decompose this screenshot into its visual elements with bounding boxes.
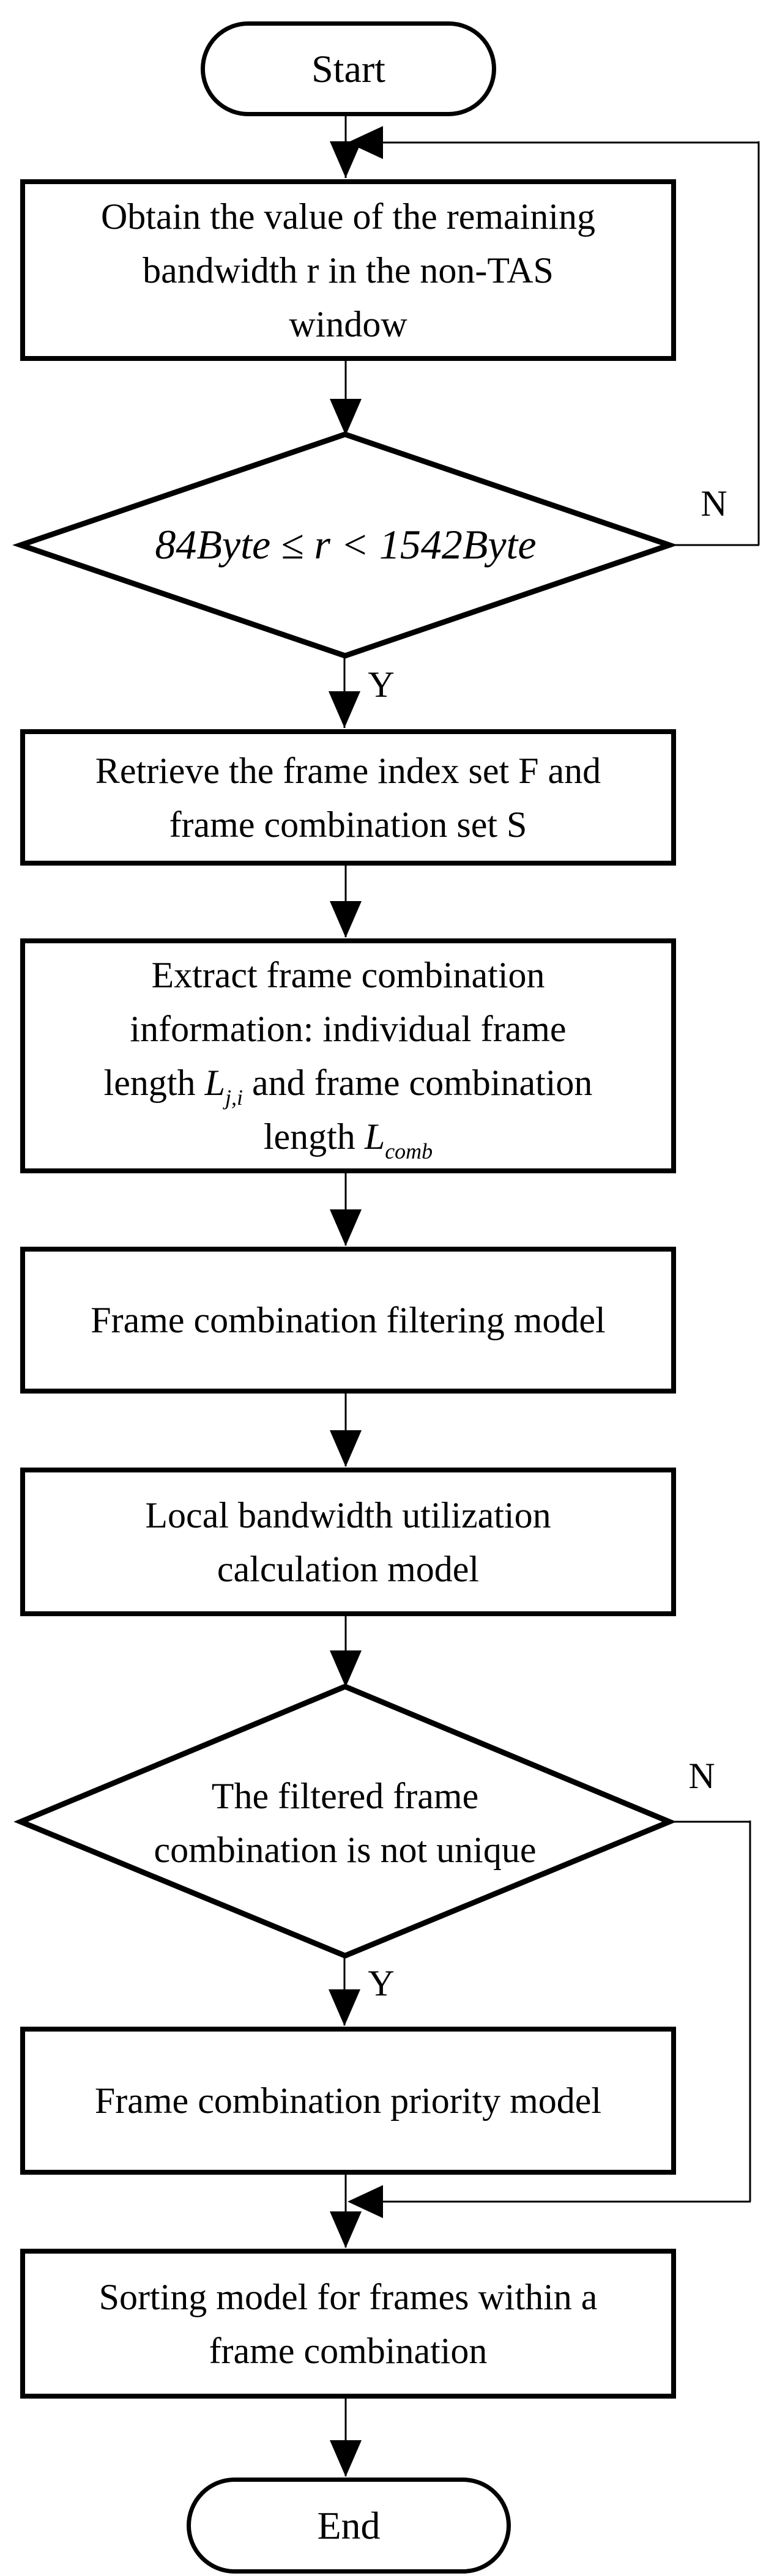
math-subscript: comb	[385, 1139, 433, 1164]
branch-no-label: N	[688, 1756, 715, 1796]
start-terminal: Start	[201, 21, 496, 116]
process-obtain-box: Obtain the value of the remaining bandwi…	[20, 179, 676, 361]
process-text-line: Local bandwidth utilization	[145, 1494, 551, 1535]
math-variable: L	[364, 1116, 385, 1157]
text-fragment: length	[263, 1116, 365, 1157]
down-arrowhead-icon	[329, 691, 360, 728]
branch-yes-label: Y	[368, 1963, 395, 2003]
process-priority-box: Frame combination priority model	[20, 2027, 676, 2175]
process-retrieve-box: Retrieve the frame index set F and frame…	[20, 729, 676, 866]
decision-expression: 84Byte ≤ r < 1542Byte	[155, 521, 537, 568]
left-arrowhead-icon	[348, 126, 383, 159]
process-text-line: Frame combination priority model	[94, 2080, 602, 2121]
process-text-line: calculation model	[217, 1548, 480, 1589]
branch-yes-label: Y	[368, 664, 395, 705]
left-arrowhead-icon	[348, 2185, 383, 2218]
down-arrowhead-icon	[330, 399, 362, 436]
decision-text-line: The filtered frame	[211, 1776, 479, 1816]
text-fragment: length	[103, 1063, 205, 1103]
process-text-line: bandwidth r in the non-TAS	[143, 250, 554, 291]
start-label: Start	[311, 46, 385, 91]
down-arrowhead-icon	[330, 1209, 362, 1246]
decision-bandwidth-diamond	[12, 431, 678, 659]
down-arrowhead-icon	[330, 141, 362, 178]
process-text-line: length Lcomb	[264, 1110, 433, 1164]
process-text-line: Obtain the value of the remaining	[100, 196, 596, 237]
down-arrowhead-icon	[330, 1430, 362, 1467]
decision-text-line: combination is not unique	[154, 1830, 537, 1870]
process-text-line: frame combination	[209, 2330, 488, 2371]
decision-bandwidth-label: 84Byte ≤ r < 1542Byte	[40, 521, 652, 568]
branch-no-label: N	[701, 483, 727, 524]
down-arrowhead-icon	[330, 1650, 362, 1687]
text-fragment: and frame combination	[242, 1063, 593, 1103]
math-variable: L	[204, 1063, 225, 1103]
process-text-line: Frame combination filtering model	[91, 1300, 606, 1340]
down-arrowhead-icon	[329, 1989, 360, 2026]
process-text-line: length Lj,i and frame combination	[104, 1056, 593, 1110]
decision-unique-diamond	[13, 1683, 677, 1959]
process-text-line: Sorting model for frames within a	[99, 2276, 598, 2317]
process-filtering-box: Frame combination filtering model	[20, 1247, 676, 1394]
process-text-line: window	[289, 303, 407, 344]
process-text-line: information: individual frame	[130, 1009, 567, 1049]
process-text-line: Retrieve the frame index set F and	[95, 750, 601, 791]
math-subscript: j,i	[225, 1085, 243, 1110]
process-text-line: frame combination set S	[169, 804, 527, 845]
down-arrowhead-icon	[330, 901, 362, 938]
down-arrowhead-icon	[330, 2440, 362, 2477]
process-local-utilization-box: Local bandwidth utilization calculation …	[20, 1468, 676, 1616]
end-terminal: End	[187, 2478, 511, 2574]
process-text-line: Extract frame combination	[151, 955, 545, 995]
down-arrowhead-icon	[330, 2211, 362, 2248]
process-sorting-box: Sorting model for frames within a frame …	[20, 2249, 676, 2399]
end-label: End	[317, 2503, 381, 2547]
decision-unique-label: The filtered frame combination is not un…	[70, 1769, 620, 1877]
process-extract-box: Extract frame combination information: i…	[20, 938, 676, 1173]
